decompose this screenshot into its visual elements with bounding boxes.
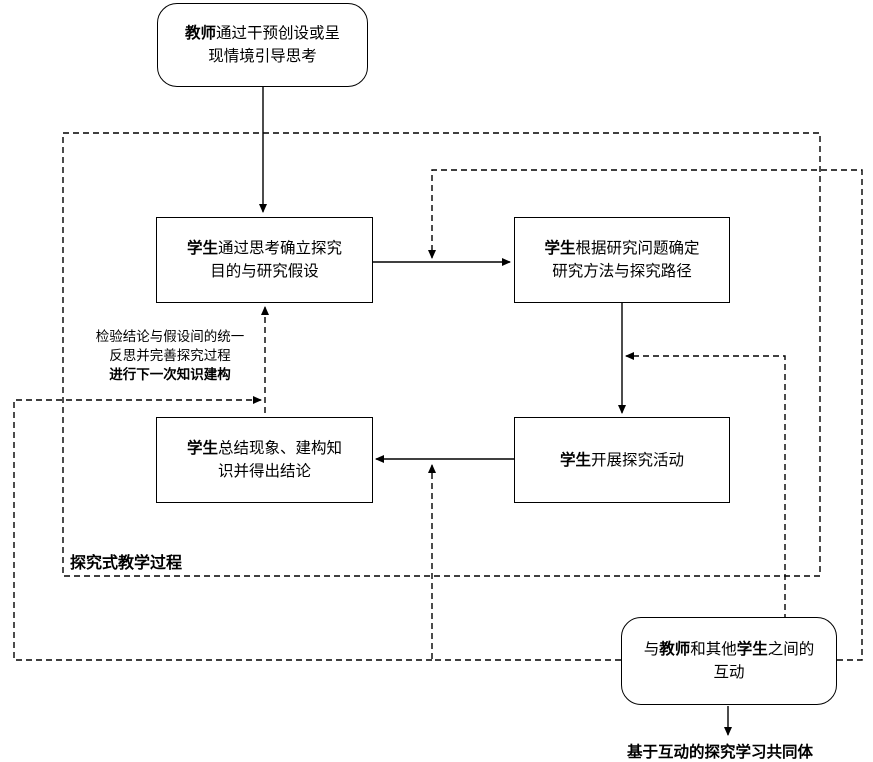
loop-interaction-to-conclusion-arrow (428, 464, 621, 661)
node-method: 学生根据研究问题确定研究方法与探究路径 (514, 217, 730, 303)
node-hypothesis: 学生通过思考确立探究目的与研究假设 (156, 217, 373, 303)
node-activity: 学生开展探究活动 (514, 417, 730, 503)
loop-interaction-to-method-arrow (428, 169, 863, 661)
region-label: 探究式教学过程 (70, 553, 183, 572)
feedback-note: 检验结论与假设间的统一 反思并完善探究过程 进行下一次知识建构 (80, 328, 260, 385)
feedback-note-line2: 反思并完善探究过程 (109, 348, 231, 364)
loop-interaction-to-feedback (13, 396, 432, 661)
feedback-note-line3: 进行下一次知识建构 (109, 367, 231, 383)
footer-label: 基于互动的探究学习共同体 (627, 743, 814, 761)
node-teacher-intro: 教师通过干预创设或呈现情境引导思考 (157, 3, 368, 87)
loop-interaction-to-activity-input (625, 352, 786, 620)
node-conclusion: 学生总结现象、建构知识并得出结论 (156, 417, 373, 503)
feedback-note-line1: 检验结论与假设间的统一 (95, 329, 245, 345)
node-interaction: 与教师和其他学生之间的互动 (621, 617, 837, 705)
